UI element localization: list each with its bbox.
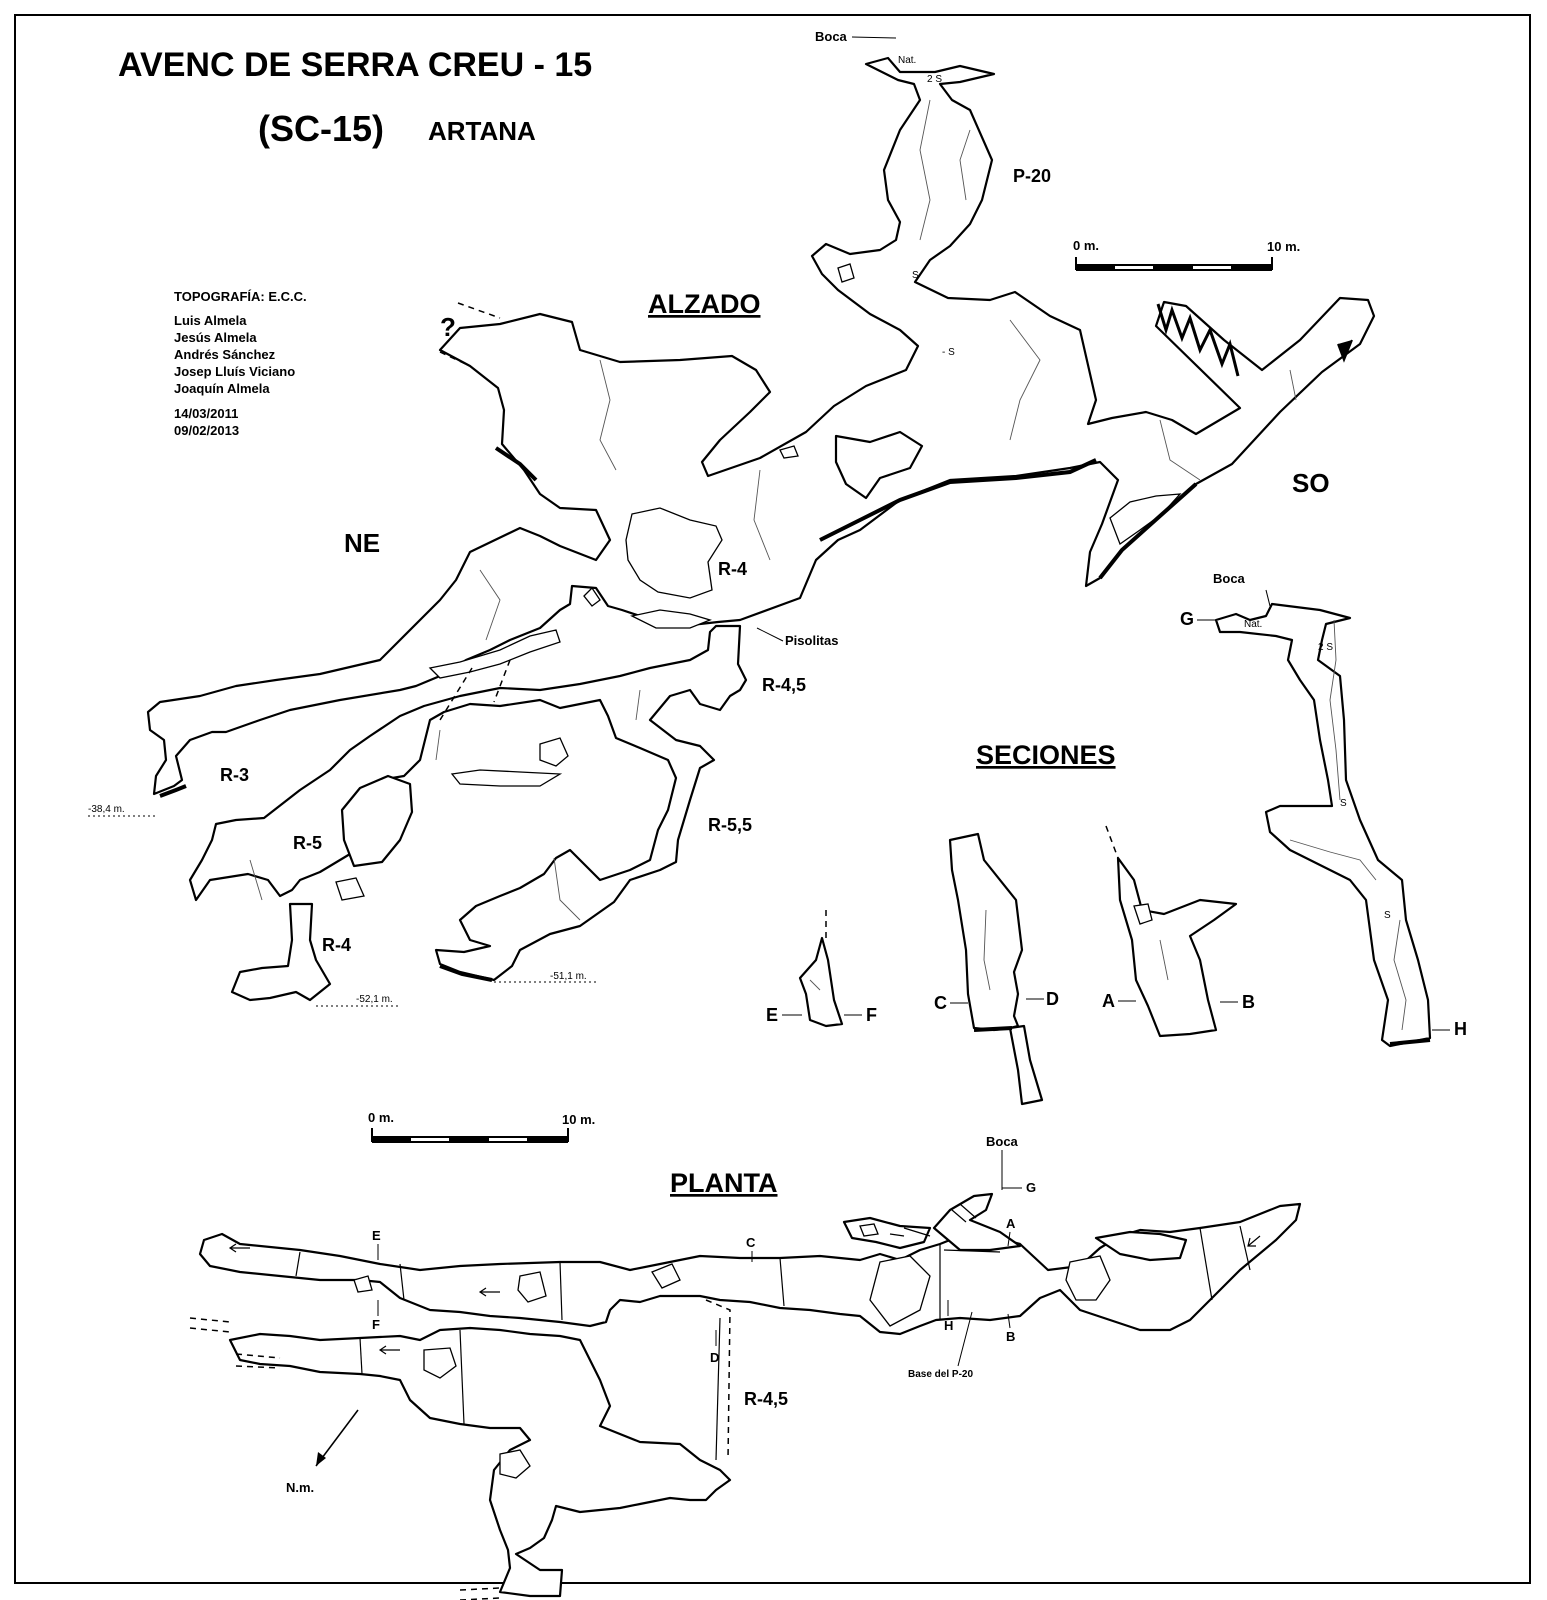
label-s-marker: S (1384, 910, 1391, 921)
label-p20: P-20 (1013, 166, 1051, 186)
label-a: A (1006, 1216, 1016, 1231)
label-s-marker: S (912, 270, 919, 281)
label-g: G (1180, 609, 1194, 629)
label-boca: Boca (1213, 571, 1246, 586)
scale-end-label: 10 m. (1267, 239, 1300, 254)
label-b: B (1006, 1329, 1015, 1344)
label-c: C (746, 1235, 756, 1250)
credit-name: Jesús Almela (174, 330, 257, 345)
label-s-marker: S (1340, 798, 1347, 809)
label-f: F (866, 1005, 877, 1025)
label-h: H (944, 1318, 953, 1333)
scale-bar-upper: 0 m. 10 m. (1073, 238, 1300, 271)
label-2s: 2 S (927, 74, 942, 85)
credit-name: Andrés Sánchez (174, 347, 276, 362)
label-r45: R-4,5 (762, 675, 806, 695)
label-base-p20: Base del P-20 (908, 1369, 973, 1380)
label-r3: R-3 (220, 765, 249, 785)
label-e: E (372, 1228, 381, 1243)
label-2s: 2 S (1318, 642, 1333, 653)
label-d: D (1046, 989, 1059, 1009)
label-depth-r4: -52,1 m. (356, 994, 393, 1005)
cross-sections (798, 602, 1432, 1106)
label-a: A (1102, 991, 1115, 1011)
plan-labels: Boca G A B C D E F H Base del P-20 R-4,5… (286, 1134, 1036, 1495)
plan-cave-outline (189, 1192, 1302, 1600)
label-c: C (934, 993, 947, 1013)
direction-so: SO (1292, 468, 1330, 498)
map-title: AVENC DE SERRA CREU - 15 (118, 46, 592, 84)
unknown-continuation-mark: ? (440, 312, 456, 342)
scale-start-label: 0 m. (1073, 238, 1099, 253)
label-boca: Boca (986, 1134, 1019, 1149)
label-r4-bottom: R-4 (322, 935, 351, 955)
credits-block: TOPOGRAFÍA: E.C.C. Luis Almela Jesús Alm… (174, 289, 307, 438)
label-pisolitas: Pisolitas (785, 633, 838, 648)
credit-name: Josep Lluís Viciano (174, 364, 295, 379)
label-depth-r3: -38,4 m. (88, 804, 125, 815)
section-title-seciones: SECIONES (976, 740, 1116, 770)
label-r5: R-5 (293, 833, 322, 853)
label-d: D (710, 1350, 719, 1365)
cross-section-labels: Boca G Nat. 2 S S S H E F C D A B (766, 571, 1467, 1039)
scale-start-label: 0 m. (368, 1110, 394, 1125)
label-nat: Nat. (898, 55, 916, 66)
label-e: E (766, 1005, 778, 1025)
elevation-labels: Boca Nat. 2 S P-20 S - S R-4 Pisolitas R… (88, 29, 1051, 1007)
section-title-planta: PLANTA (670, 1168, 778, 1198)
credit-date: 14/03/2011 (174, 406, 238, 421)
label-boca: Boca (815, 29, 848, 44)
credit-name: Joaquín Almela (174, 381, 270, 396)
map-place: ARTANA (428, 116, 536, 146)
label-b: B (1242, 992, 1255, 1012)
label-r45: R-4,5 (744, 1389, 788, 1409)
scale-end-label: 10 m. (562, 1112, 595, 1127)
section-title-alzado: ALZADO (648, 289, 760, 319)
map-code: (SC-15) (258, 108, 384, 149)
label-depth-r55: -51,1 m. (550, 971, 587, 982)
label-g: G (1026, 1180, 1036, 1195)
label-r55: R-5,5 (708, 815, 752, 835)
credits-header: TOPOGRAFÍA: E.C.C. (174, 289, 307, 304)
credit-date: 09/02/2013 (174, 423, 239, 438)
label-r4-top: R-4 (718, 559, 747, 579)
scale-bar-lower: 0 m. 10 m. (368, 1110, 595, 1143)
elevation-cave-outline (146, 56, 1376, 1002)
north-arrow-icon (315, 1409, 359, 1467)
label-nat: Nat. (1244, 619, 1262, 630)
label-f: F (372, 1317, 380, 1332)
label-north: N.m. (286, 1480, 314, 1495)
label-s-marker: - S (942, 347, 955, 358)
credit-name: Luis Almela (174, 313, 247, 328)
map-frame (14, 14, 1531, 1584)
direction-ne: NE (344, 528, 380, 558)
label-h: H (1454, 1019, 1467, 1039)
